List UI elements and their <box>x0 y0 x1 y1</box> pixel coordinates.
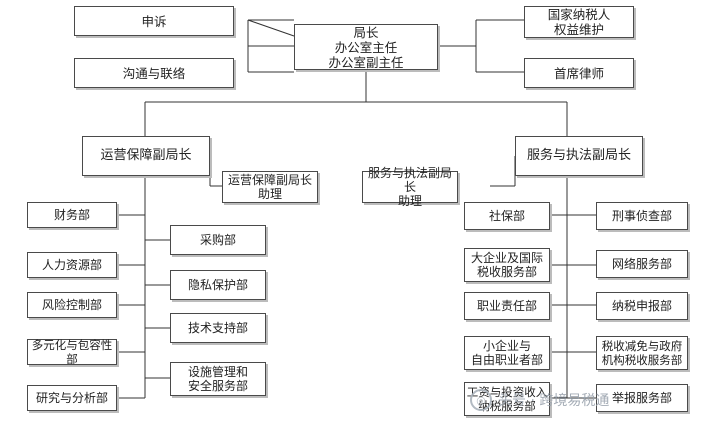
watermark: ◎ 头号 · 跨境易税通 <box>470 389 609 411</box>
watermark-logo-icon: ◎ <box>470 389 492 411</box>
diversity-inclusion-dept-box: 多元化与包容性部 <box>27 338 117 366</box>
procurement-dept-box: 采购部 <box>170 225 266 255</box>
professional-responsibility-dept-box: 职业责任部 <box>464 292 550 320</box>
large-business-intl-dept-box: 大企业及国际 税收服务部 <box>464 248 550 282</box>
whistleblower-dept-box: 举报服务部 <box>596 384 688 412</box>
svc-assistant-box: 服务与执法副局长 助理 <box>362 166 458 208</box>
svc-deputy-box: 服务与执法副局长 <box>515 136 643 176</box>
risk-control-dept-box: 风险控制部 <box>27 292 117 318</box>
tech-support-dept-box: 技术支持部 <box>170 313 266 343</box>
small-business-self-employed-dept-box: 小企业与 自由职业者部 <box>464 336 550 370</box>
tax-filing-dept-box: 纳税申报部 <box>596 292 688 320</box>
finance-dept-box: 财务部 <box>27 202 117 228</box>
appeals-box: 申诉 <box>74 6 234 36</box>
ops-deputy-box: 运营保障副局长 <box>82 136 210 176</box>
online-services-dept-box: 网络服务部 <box>596 250 688 278</box>
social-security-dept-box: 社保部 <box>464 202 550 230</box>
director-office-box: 局长 办公室主任 办公室副主任 <box>294 24 438 70</box>
research-analysis-dept-box: 研究与分析部 <box>27 385 117 411</box>
hr-dept-box: 人力资源部 <box>27 252 117 278</box>
watermark-text: 头号 · 跨境易税通 <box>498 393 610 409</box>
exempt-gov-entities-dept-box: 税收减免与政府 机构税收服务部 <box>596 336 688 370</box>
criminal-investigation-dept-box: 刑事侦查部 <box>596 202 688 230</box>
ops-assistant-box: 运营保障副局长 助理 <box>222 171 318 203</box>
communications-liaison-box: 沟通与联络 <box>74 58 234 88</box>
taxpayer-advocate-box: 国家纳税人 权益维护 <box>524 6 634 38</box>
chief-counsel-box: 首席律师 <box>524 58 634 88</box>
privacy-dept-box: 隐私保护部 <box>170 270 266 300</box>
facilities-security-dept-box: 设施管理和 安全服务部 <box>170 362 266 396</box>
